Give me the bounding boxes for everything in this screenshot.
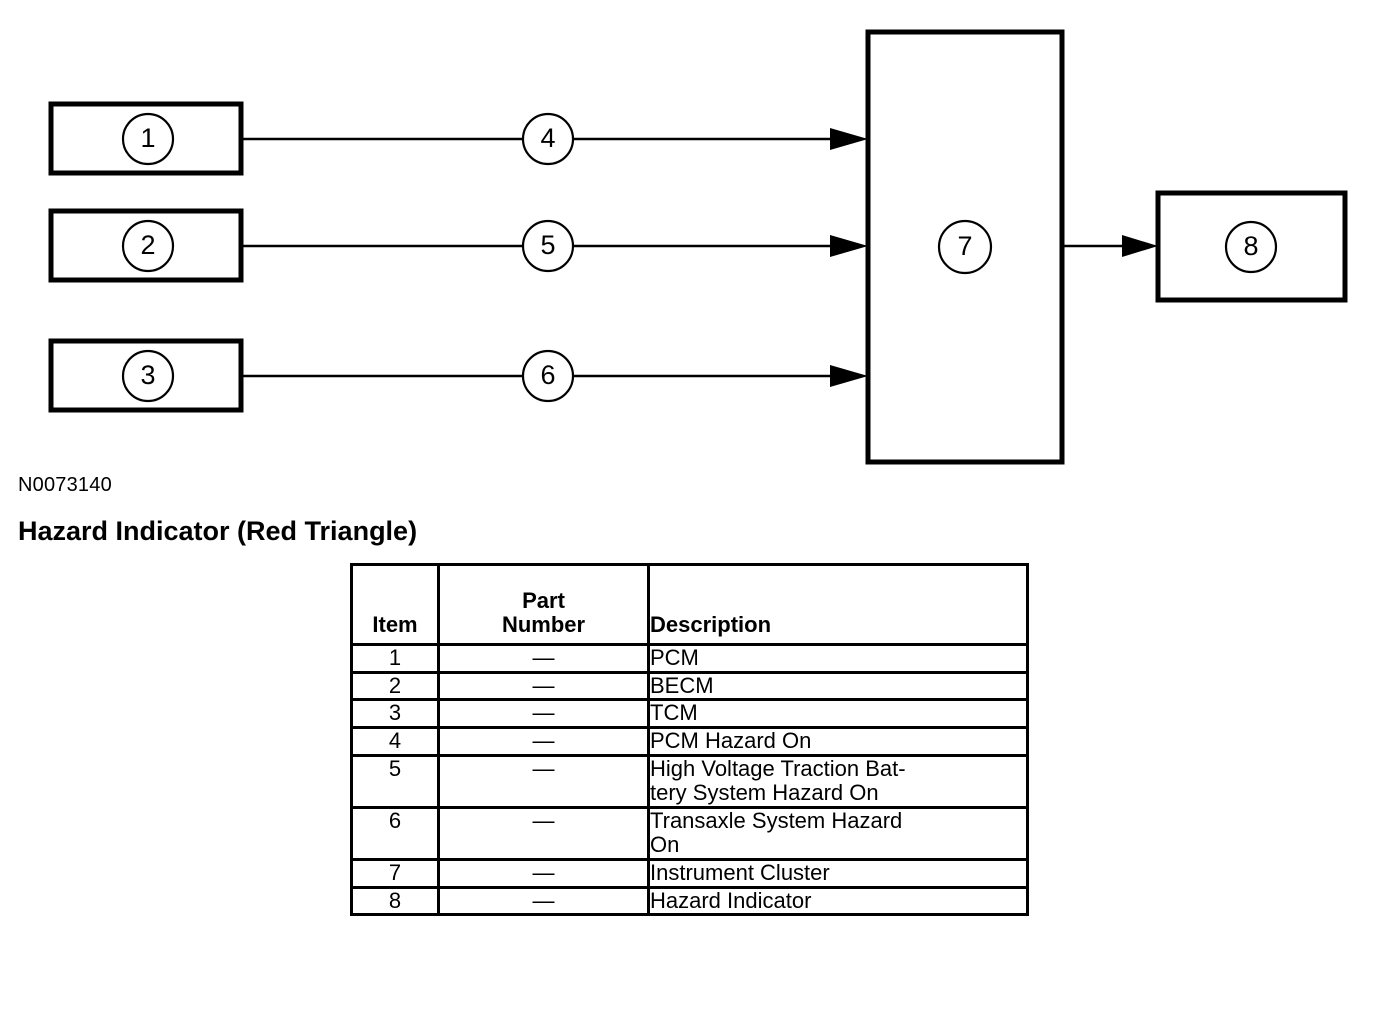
description-line: Transaxle System Hazard [650,807,903,833]
column-header-item: Item [350,563,440,646]
cell-item: 3 [350,698,440,729]
callout-6: 6 [521,349,575,403]
callout-2: 2 [121,219,175,273]
cell-item: 1 [350,643,440,674]
cell-part-number: — [437,753,650,809]
description-line: High Voltage Traction Bat- [650,755,906,781]
arrowhead-signal6 [830,365,868,387]
cell-description: PCM [647,643,1029,674]
description-line: BECM [650,672,714,698]
callout-3: 3 [121,349,175,403]
cell-part-number: — [437,805,650,862]
callout-5-circle [521,219,575,273]
callout-8: 8 [1224,220,1278,274]
column-header-part-number-line1: Part [522,587,565,613]
column-header-description: Description [647,563,1029,646]
block-diagram: 1 2 3 4 5 6 7 8 [0,0,1376,470]
description-line: Instrument Cluster [650,860,830,885]
table-row: 8—Hazard Indicator [350,885,1029,917]
cell-description: Instrument Cluster [647,858,1029,889]
callout-7-label: 7 [957,231,972,261]
arrowhead-signal5 [830,235,868,257]
callout-2-label: 2 [140,230,155,260]
table-row: 3—TCM [350,698,1029,729]
cell-description: PCM Hazard On [647,725,1029,757]
cell-item: 2 [350,670,440,702]
callout-1-label: 1 [140,123,155,153]
cell-part-number: — [437,725,650,757]
callout-8-label: 8 [1243,231,1258,261]
callout-8-circle [1224,220,1278,274]
callout-5-label: 5 [540,230,555,260]
callout-3-circle [121,349,175,403]
table-header-row: Item Part Number Description [350,563,1029,646]
cell-item: 5 [350,753,440,809]
cell-part-number: — [437,885,650,917]
callout-3-label: 3 [140,360,155,390]
cell-description: BECM [647,670,1029,702]
callout-7-circle [937,219,993,275]
cell-part-number: — [437,670,650,702]
cell-item: 7 [350,858,440,889]
cell-description: Hazard Indicator [647,885,1029,917]
callout-6-label: 6 [540,360,555,390]
arrowhead-signal4 [830,128,868,150]
description-line: TCM [650,700,698,726]
callout-4-circle [521,112,575,166]
figure-id-label: N0073140 [18,474,112,496]
cell-description: High Voltage Traction Bat-tery System Ha… [647,753,1029,809]
description-line: PCM [650,645,699,670]
column-header-part-number-line2: Number [501,612,586,638]
callout-1-circle [121,112,175,166]
description-line: tery System Hazard On [650,780,879,806]
page-title: Hazard Indicator (Red Triangle) [18,516,418,546]
cell-item: 4 [350,725,440,757]
cell-item: 6 [350,805,440,862]
cell-part-number: — [437,643,650,674]
callout-1: 1 [121,112,175,166]
cell-description: TCM [647,698,1029,729]
parts-table-head: Item Part Number Description [350,563,1029,646]
column-header-part-number: Part Number [437,563,650,646]
callout-6-circle [521,349,575,403]
description-line: On [650,832,680,858]
description-line: Hazard Indicator [650,887,812,913]
table-row: 4—PCM Hazard On [350,725,1029,757]
cell-part-number: — [437,858,650,889]
table-row: 2—BECM [350,670,1029,702]
block-diagram-canvas: 1 2 3 4 5 6 7 8 [48,29,1348,465]
description-line: PCM Hazard On [650,727,812,753]
callout-7: 7 [937,219,993,275]
callout-4-label: 4 [540,123,555,153]
cell-part-number: — [437,698,650,729]
callout-2-circle [121,219,175,273]
callout-5: 5 [521,219,575,273]
table-row: 5—High Voltage Traction Bat-tery System … [350,753,1029,809]
callout-4: 4 [521,112,575,166]
cell-item: 8 [350,885,440,917]
arrowhead-indicator [1122,235,1158,257]
table-row: 7—Instrument Cluster [350,858,1029,889]
table-row: 1—PCM [350,643,1029,674]
